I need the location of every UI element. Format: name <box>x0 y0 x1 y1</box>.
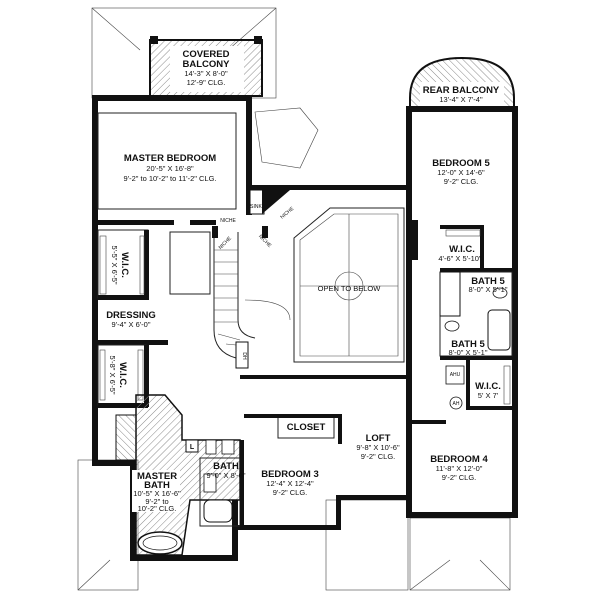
bedroom3-clg: 9'-2" CLG. <box>273 488 308 497</box>
master-bedroom-dim: 20'-5" X 16'-8" <box>146 164 194 173</box>
wic-bed5-label: W.I.C. <box>449 244 475 255</box>
bath5-bottom-label: BATH 5 <box>451 339 485 350</box>
bedroom3-dim: 12'-4" X 12'-4" <box>266 479 314 488</box>
room-labels: COVERED BALCONY 14'-3" X 8'-0" 12'-9" CL… <box>106 49 508 513</box>
niche-left-label: NICHE <box>220 218 236 224</box>
staircase <box>169 226 291 369</box>
rear-balcony <box>409 56 515 111</box>
covered-balcony-dim: 14'-3" X 8'-0" <box>184 69 228 78</box>
covered-balcony <box>149 36 263 97</box>
wic-top-left <box>97 229 149 300</box>
bath5-top-dim: 8'-0" X 5'-1" <box>468 285 507 294</box>
master-bath-clg-1: 9'-2" to <box>145 497 168 506</box>
dh-label: DH <box>241 352 247 360</box>
niche-top-label: NICHE <box>279 206 295 221</box>
covered-balcony-label-2: BALCONY <box>183 59 231 70</box>
master-bath-area <box>115 394 241 556</box>
dressing-room <box>98 340 168 345</box>
open-to-below-label: OPEN TO BELOW <box>318 284 382 293</box>
rear-balcony-label: REAR BALCONY <box>423 85 500 96</box>
covered-balcony-clg: 12'-9" CLG. <box>187 78 226 87</box>
sink-label: SINK <box>250 204 262 210</box>
wic-bed5-dim: 4'-6" X 5'-10" <box>438 254 482 263</box>
bath5-top-label: BATH 5 <box>471 276 505 287</box>
wic-top-left-label: W.I.C. <box>119 252 130 278</box>
bath-dim: 9'-0" X 8'-0" <box>206 471 245 480</box>
bedroom5-dim: 12'-0" X 14'-6" <box>437 168 485 177</box>
wic-mid-left-dim: 5'-8" X 6'-5" <box>108 355 117 394</box>
covered-balcony-label-1: COVERED <box>183 49 230 60</box>
bath5-bottom-dim: 8'-0" X 5'-1" <box>448 348 487 357</box>
loft-label: LOFT <box>366 433 391 444</box>
master-bath-clg-2: 10'-2" CLG. <box>138 504 177 513</box>
dressing-label: DRESSING <box>106 310 156 321</box>
open-to-below <box>240 207 410 379</box>
closet-box <box>274 414 342 444</box>
bedroom3-walls <box>240 414 274 528</box>
master-bedroom-label: MASTER BEDROOM <box>124 153 216 164</box>
niche-left-diag-label: NICHE <box>218 235 234 251</box>
rear-balcony-dim: 13'-4" X 7'-4" <box>439 95 483 104</box>
bedroom5-label: BEDROOM 5 <box>432 158 490 169</box>
bedroom4-label: BEDROOM 4 <box>430 454 488 465</box>
master-bedroom-clg: 9'-2" to 10'-2" to 11'-2" CLG. <box>123 174 216 183</box>
bedroom3-label: BEDROOM 3 <box>261 469 319 480</box>
bedroom4-clg: 9'-2" CLG. <box>442 473 477 482</box>
wic-bed4-dim: 5' X 7' <box>478 391 499 400</box>
master-bath-label-1: MASTER <box>137 471 177 482</box>
small-labels: NICHE NICHE NICHE NICHE L SINK DH AHU AH <box>190 204 461 451</box>
bath-label: BATH <box>213 461 239 472</box>
loft-dim: 9'-8" X 10'-6" <box>356 443 400 452</box>
ahu-label: AHU <box>450 372 461 378</box>
loft-clg: 9'-2" CLG. <box>361 452 396 461</box>
wic-mid-left-label: W.I.C. <box>117 362 128 388</box>
bedroom5-walls <box>412 220 512 272</box>
master-bedroom-interior <box>97 112 290 225</box>
master-bath-dim: 10'-5" X 16'-6" <box>133 489 181 498</box>
bedroom4-dim: 11'-8" X 12'-0" <box>436 464 483 473</box>
bedroom5-clg: 9'-2" CLG. <box>444 177 479 186</box>
closet-label: CLOSET <box>287 422 326 433</box>
wic-bed4-label: W.I.C. <box>475 381 501 392</box>
linen-label: L <box>190 444 195 451</box>
wic-bedroom4 <box>445 360 512 410</box>
bedroom4-walls <box>406 420 446 424</box>
niche-right-label: NICHE <box>257 234 273 250</box>
master-bath-label-2: BATH <box>144 480 170 491</box>
ah-label: AH <box>453 401 460 407</box>
dressing-dim: 9'-4" X 6'-0" <box>111 320 150 329</box>
wic-top-left-dim: 5'-5" X 6'-5" <box>110 245 119 284</box>
bath5-area <box>439 271 513 360</box>
